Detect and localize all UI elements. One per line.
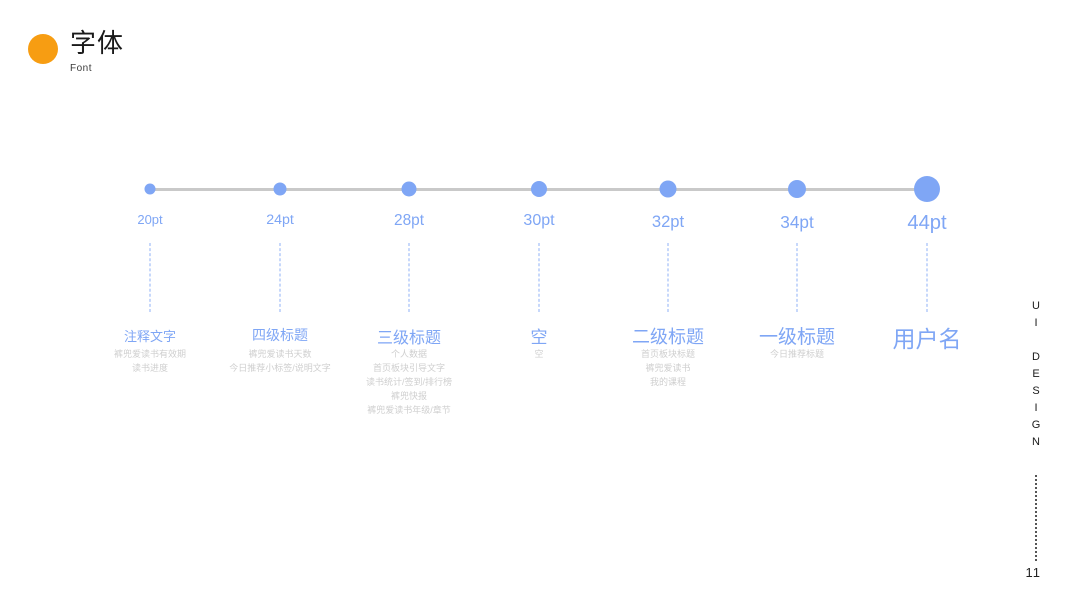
side-rail-label: UI DESIGN: [1030, 300, 1042, 453]
timeline-size-label-24pt: 24pt: [266, 212, 294, 228]
usage-item: 裤兜快报: [390, 391, 428, 401]
typography-role-label-24pt: 四级标题: [252, 326, 308, 343]
timeline-dot-24pt[interactable]: [273, 182, 287, 196]
typography-role-label-28pt: 三级标题: [376, 329, 442, 347]
usage-item: 今日推荐小标签/说明文字: [229, 363, 331, 373]
timeline-dot-34pt[interactable]: [788, 180, 806, 198]
timeline-dot-30pt[interactable]: [531, 181, 547, 197]
usage-item: 裤兜爱读书天数: [248, 349, 312, 359]
dashed-connector-44pt: [926, 243, 928, 312]
usage-list-34pt: 今日推荐标题: [770, 347, 824, 361]
timeline-dot-32pt[interactable]: [659, 180, 677, 198]
usage-item: 我的课程: [649, 377, 687, 387]
timeline-size-label-34pt: 34pt: [780, 212, 814, 232]
side-rail-dotted-line: [1034, 475, 1037, 561]
typography-role-label-44pt: 用户名: [892, 326, 962, 352]
usage-item: 裤兜爱读书年级/章节: [367, 405, 451, 415]
timeline-dot-20pt[interactable]: [144, 183, 156, 195]
usage-item: 个人数据: [390, 349, 428, 359]
usage-item: 今日推荐标题: [769, 349, 825, 359]
side-rail: UI DESIGN: [1030, 300, 1042, 561]
usage-item: 裤兜爱读书有效期: [113, 349, 187, 359]
dashed-connector-30pt: [538, 243, 540, 312]
header-text-group: 字体 Font: [70, 28, 124, 76]
usage-list-24pt: 裤兜爱读书天数今日推荐小标签/说明文字: [229, 347, 331, 375]
typography-role-label-32pt: 二级标题: [632, 326, 704, 347]
usage-list-30pt: 空: [534, 347, 543, 361]
typography-role-label-20pt: 注释文字: [123, 328, 177, 344]
dashed-connector-24pt: [279, 243, 281, 312]
page-subtitle: Font: [70, 63, 93, 74]
dashed-connector-20pt: [149, 243, 151, 312]
usage-item: 读书统计/签到/排行榜: [365, 377, 453, 387]
timeline-size-label-32pt: 32pt: [651, 212, 685, 231]
dashed-connector-34pt: [796, 243, 798, 312]
typography-role-label-34pt: 一级标题: [758, 327, 836, 349]
slide-header: 字体 Font: [28, 28, 124, 76]
timeline-size-label-28pt: 28pt: [394, 212, 424, 229]
usage-list-20pt: 裤兜爱读书有效期读书进度: [114, 347, 186, 375]
usage-item: 空: [534, 349, 544, 359]
timeline-dot-44pt[interactable]: [914, 176, 940, 202]
page-number: 11: [1025, 565, 1041, 580]
orange-bullet-icon: [28, 34, 58, 64]
usage-item: 读书进度: [131, 363, 169, 373]
usage-item: 首页板块引导文字: [372, 363, 446, 373]
dashed-connector-28pt: [408, 243, 410, 312]
page-title: 字体: [70, 28, 125, 58]
timeline-dot-28pt[interactable]: [401, 181, 417, 197]
timeline-size-label-20pt: 20pt: [137, 212, 163, 227]
dashed-connector-32pt: [667, 243, 669, 312]
usage-item: 首页板块标题: [640, 349, 696, 359]
usage-item: 裤兜爱读书: [645, 363, 691, 373]
typography-role-label-30pt: 空: [530, 328, 548, 348]
usage-list-28pt: 个人数据首页板块引导文字读书统计/签到/排行榜裤兜快报裤兜爱读书年级/章节: [366, 347, 452, 417]
timeline-size-label-44pt: 44pt: [907, 212, 947, 234]
usage-list-32pt: 首页板块标题裤兜爱读书我的课程: [641, 347, 695, 389]
timeline-size-label-30pt: 30pt: [523, 212, 555, 229]
